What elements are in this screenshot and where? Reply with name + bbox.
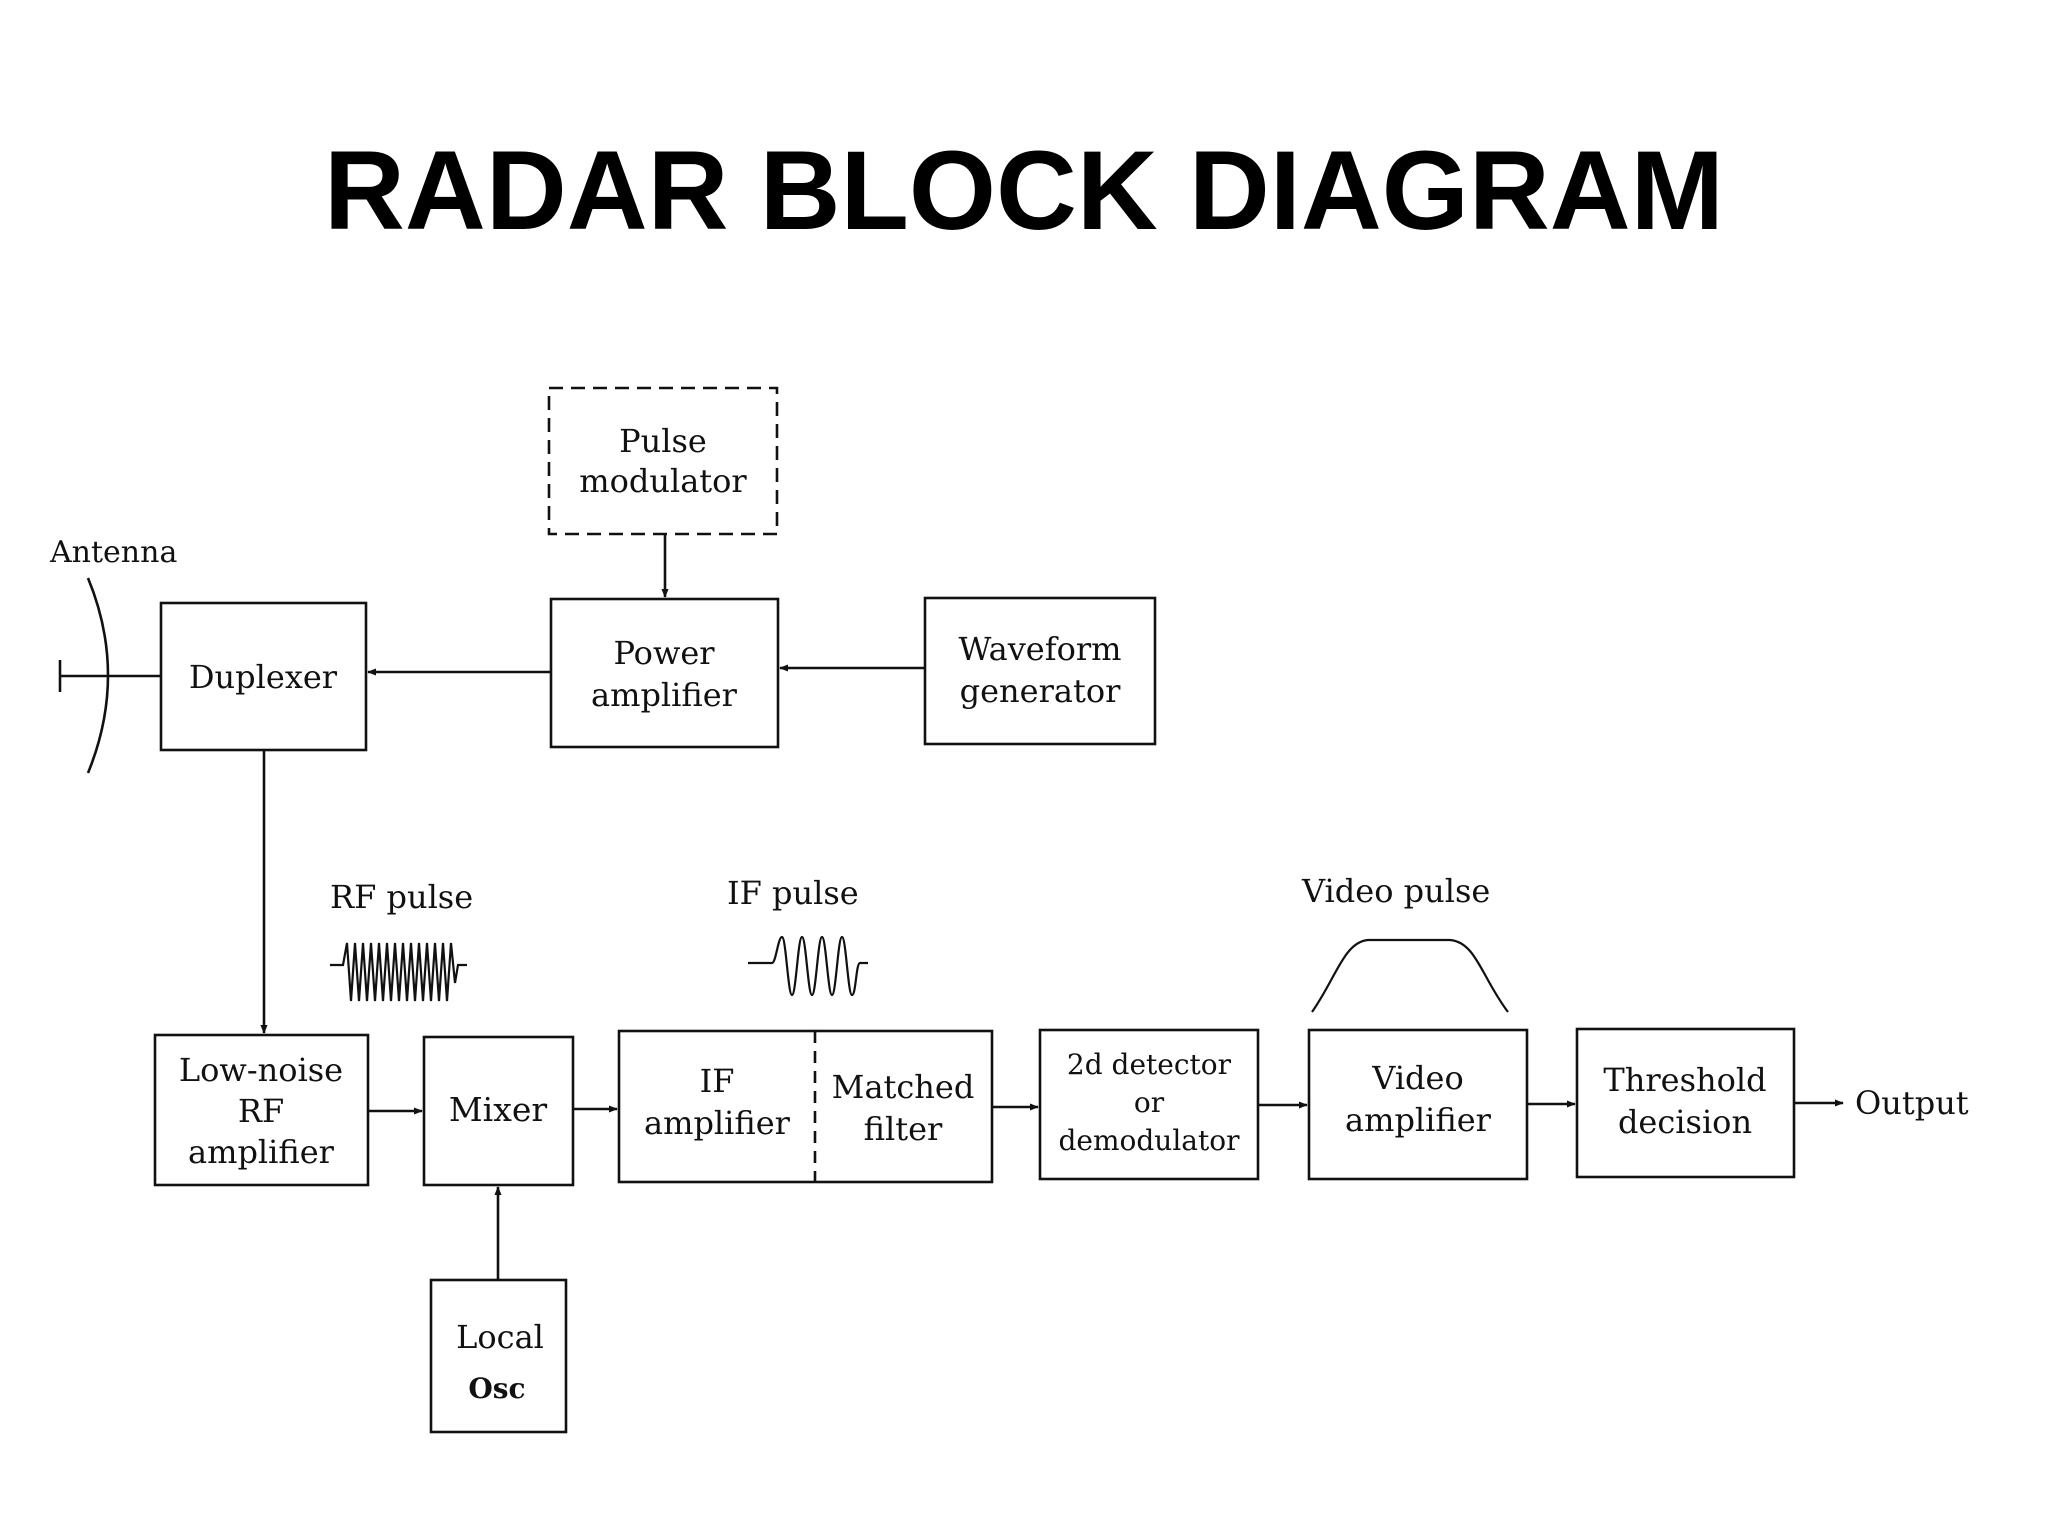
- local-osc-label: Local: [456, 1318, 544, 1356]
- low-noise-rf-amplifier-label: Low-noise: [179, 1051, 343, 1089]
- video-pulse-waveform-icon: [1311, 938, 1509, 1013]
- antenna-label: Antenna: [49, 535, 177, 570]
- rf-pulse-waveform-icon: [330, 942, 467, 1002]
- video-amplifier-label: Video: [1371, 1059, 1463, 1097]
- low-noise-rf-amplifier-label: amplifier: [188, 1133, 335, 1171]
- video-amplifier-label: amplifier: [1345, 1101, 1492, 1139]
- if-pulse-label: IF pulse: [727, 874, 859, 912]
- power-amplifier-label: amplifier: [591, 676, 738, 714]
- local-osc-label: Osc: [468, 1372, 525, 1405]
- mixer-label: Mixer: [449, 1090, 547, 1129]
- local-osc-block: [429, 1278, 568, 1434]
- if-pulse-waveform-icon: [748, 935, 868, 997]
- page-title: RADAR BLOCK DIAGRAM: [324, 128, 1724, 253]
- if-amplifier-label: IF: [700, 1062, 735, 1100]
- pulse-modulator-label: Pulse: [619, 422, 707, 460]
- output-label: Output: [1855, 1084, 1969, 1122]
- matched-filter-label: filter: [864, 1110, 943, 1148]
- rf-pulse-label: RF pulse: [330, 878, 473, 916]
- detector-label: 2d detector: [1067, 1048, 1232, 1081]
- threshold-decision-label: decision: [1618, 1103, 1752, 1141]
- matched-filter-label: Matched: [832, 1068, 975, 1106]
- pulse-modulator-block: [547, 386, 779, 536]
- detector-label: or: [1134, 1086, 1165, 1119]
- block-labels: Pulse modulator Duplexer Power amplifier…: [179, 422, 1767, 1405]
- video-pulse-label: Video pulse: [1301, 872, 1490, 910]
- threshold-decision-label: Threshold: [1603, 1061, 1766, 1099]
- mixer-block: [422, 1035, 575, 1187]
- power-amplifier-label: Power: [613, 634, 715, 672]
- detector-label: demodulator: [1058, 1124, 1240, 1157]
- duplexer-label: Duplexer: [189, 658, 338, 696]
- pulse-modulator-label: modulator: [579, 462, 747, 500]
- waveform-generator-label: Waveform: [959, 630, 1122, 668]
- power-amplifier-block: [549, 597, 780, 749]
- if-amplifier-label: amplifier: [644, 1104, 791, 1142]
- waveform-generator-label: generator: [960, 672, 1121, 710]
- low-noise-rf-amplifier-label: RF: [238, 1092, 284, 1130]
- waveform-generator-block: [923, 596, 1157, 746]
